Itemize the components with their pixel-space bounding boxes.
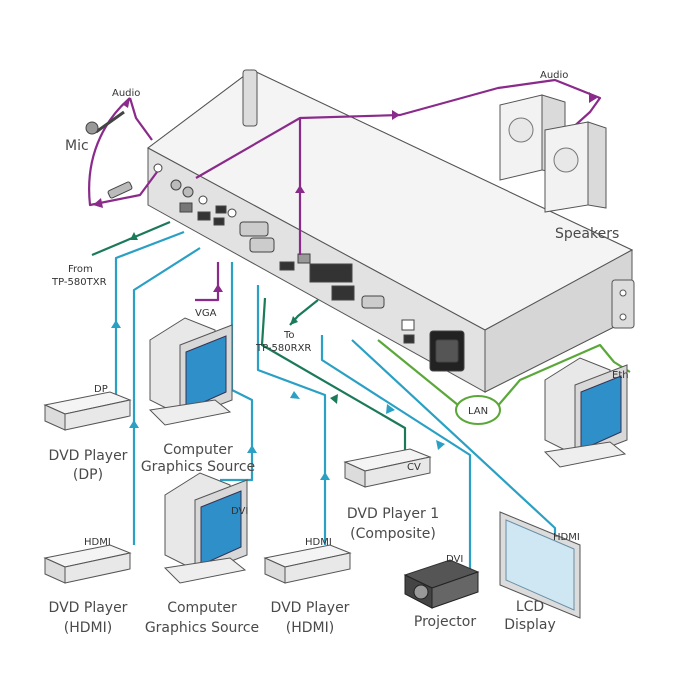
vga-audio-cable [195, 262, 220, 302]
rear-connectors [153, 163, 465, 372]
cables [88, 78, 631, 590]
flow-arrows [93, 92, 597, 480]
label-to-1: To [283, 330, 295, 341]
labels: Audio Mic Audio Speakers From TP-580TXR … [49, 70, 629, 636]
dvd-player-hdmi-left-icon [43, 544, 132, 584]
projector-icon [403, 559, 480, 609]
label-dvi-computer: DVI [231, 506, 248, 517]
label-lcd-2: Display [504, 617, 556, 633]
label-dvd-dp-1: DVD Player [49, 448, 128, 464]
label-eth: Eth [612, 370, 629, 381]
microphone-icon [85, 110, 133, 199]
speakers-icon [499, 94, 607, 213]
label-dvd-hdmi-mid-1: DVD Player [271, 600, 350, 616]
label-dvd-dp-2: (DP) [73, 467, 103, 483]
computer-2-icon [163, 472, 248, 584]
lan-cloud-icon [455, 395, 501, 425]
dvd-player-dp-icon [43, 391, 132, 431]
label-audio-speakers: Audio [540, 70, 568, 81]
label-dvd-composite-2: (Composite) [350, 526, 436, 542]
label-hdmi-mid: HDMI [305, 537, 332, 548]
lcd-display-icon [499, 511, 581, 619]
rack-ear-left [242, 69, 258, 127]
label-to-2: TP-580RXR [255, 343, 311, 354]
label-dvd-hdmi-mid-2: (HDMI) [286, 620, 334, 636]
label-dp: DP [94, 384, 108, 395]
label-computer2-2: Graphics Source [145, 620, 259, 636]
mic-cable [128, 97, 153, 141]
label-from-2: TP-580TXR [51, 277, 107, 288]
lan-cable-right [495, 343, 631, 409]
label-dvd-hdmi-left-2: (HDMI) [64, 620, 112, 636]
label-dvd-hdmi-left-1: DVD Player [49, 600, 128, 616]
label-hdmi-left: HDMI [84, 537, 111, 548]
computer-1-icon [148, 317, 233, 426]
label-computer2-1: Computer [167, 600, 237, 616]
label-vga: VGA [195, 308, 217, 319]
mic-audio-cable [88, 97, 158, 207]
label-audio-mic: Audio [112, 88, 140, 99]
composite-cable [260, 297, 407, 455]
label-projector: Projector [414, 614, 476, 630]
label-computer1-1: Computer [163, 442, 233, 458]
projector-dvi-cable [320, 335, 472, 590]
label-lan: LAN [468, 406, 488, 417]
label-lcd-1: LCD [516, 599, 544, 615]
rack-ear-right [611, 279, 635, 329]
dvd-player-hdmi-mid-icon [263, 544, 352, 584]
label-hdmi-lcd: HDMI [553, 532, 580, 543]
label-mic: Mic [65, 138, 89, 154]
speaker-audio-cable [195, 78, 602, 179]
label-computer1-2: Graphics Source [141, 459, 255, 475]
hdmi-mid-cable [256, 285, 327, 545]
label-cv: CV [407, 462, 421, 473]
label-speakers: Speakers [555, 226, 619, 242]
dp-cable [114, 230, 185, 400]
label-from-1: From [68, 264, 93, 275]
lan-cable-left [377, 339, 459, 406]
dvd-player-composite-icon [343, 448, 432, 488]
label-dvd-composite-1: DVD Player 1 [347, 506, 439, 522]
hdmi-left-cable [132, 247, 201, 545]
label-dvi-projector: DVI [446, 554, 463, 565]
computer-eth-icon [543, 357, 628, 468]
